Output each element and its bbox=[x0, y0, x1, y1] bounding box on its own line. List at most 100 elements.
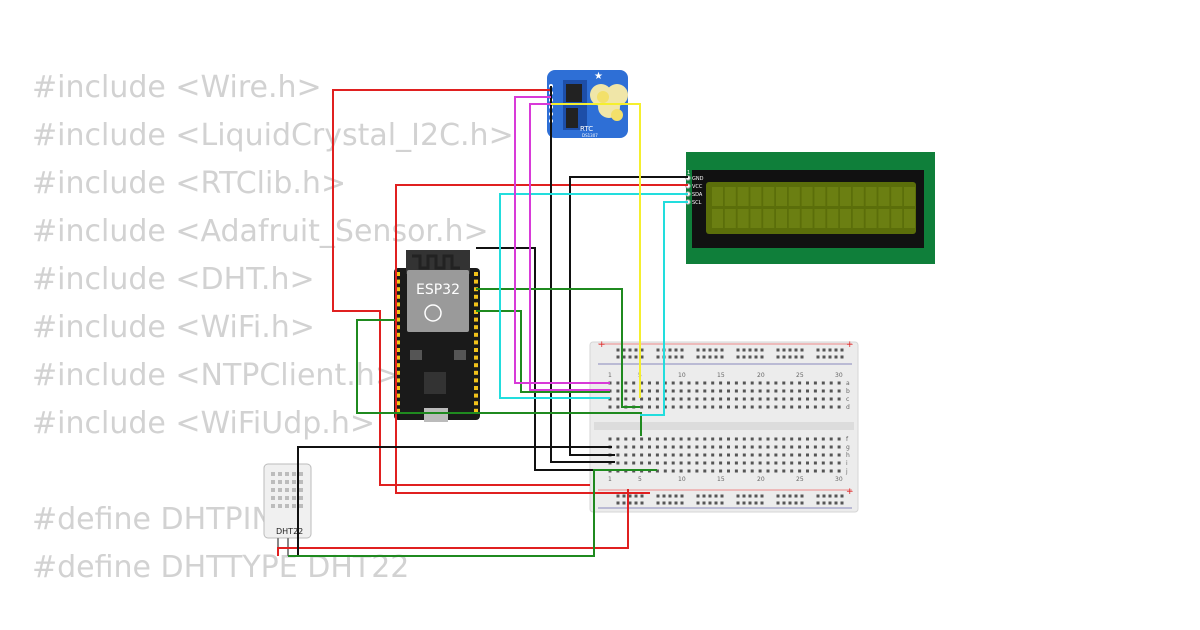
rail-hole bbox=[702, 348, 706, 352]
esp32-board[interactable]: ESP32 bbox=[394, 250, 480, 422]
rail-hole bbox=[776, 501, 780, 505]
rail-hole bbox=[748, 501, 752, 505]
wire-red-rtc-vcc[interactable] bbox=[332, 89, 590, 486]
breadboard-hole bbox=[679, 437, 683, 441]
breadboard-hole bbox=[703, 389, 707, 393]
rail-hole bbox=[634, 501, 638, 505]
breadboard-hole bbox=[616, 437, 620, 441]
breadboard-hole bbox=[655, 397, 659, 401]
breadboard-hole bbox=[608, 405, 612, 409]
wire-green-esp-right[interactable] bbox=[476, 288, 640, 408]
breadboard-hole bbox=[798, 461, 802, 465]
wire-black-lcd-gnd[interactable] bbox=[569, 176, 688, 456]
wire-green-esp-left[interactable] bbox=[356, 319, 642, 436]
breadboard-hole bbox=[750, 405, 754, 409]
breadboard-hole bbox=[734, 461, 738, 465]
lcd-cell bbox=[827, 187, 839, 206]
rail-hole bbox=[656, 348, 660, 352]
breadboard-hole bbox=[663, 437, 667, 441]
breadboard-hole bbox=[829, 437, 833, 441]
breadboard-hole bbox=[758, 453, 762, 457]
breadboard-hole bbox=[632, 437, 636, 441]
rail-hole bbox=[748, 355, 752, 359]
breadboard-hole bbox=[719, 469, 723, 473]
esp32-left-pins[interactable] bbox=[396, 272, 400, 413]
dht22-sensor[interactable]: DHT22 bbox=[263, 463, 312, 556]
wire-red-dht-vcc[interactable] bbox=[277, 489, 629, 556]
lcd-cell bbox=[801, 209, 813, 228]
breadboard-hole bbox=[624, 445, 628, 449]
breadboard-hole bbox=[782, 461, 786, 465]
lcd-display[interactable]: 1 GND VCC SDA SCL bbox=[685, 152, 935, 264]
breadboard-hole bbox=[695, 469, 699, 473]
breadboard-hole bbox=[711, 437, 715, 441]
breadboard-hole bbox=[734, 453, 738, 457]
wire-green-esp-right2[interactable] bbox=[476, 310, 610, 393]
wire-black-rtc-gnd[interactable] bbox=[550, 86, 615, 463]
breadboard-hole bbox=[813, 453, 817, 457]
wire-magenta-rtc-scl[interactable] bbox=[529, 103, 610, 391]
breadboard-hole bbox=[798, 445, 802, 449]
wire-magenta-rtc-sda[interactable] bbox=[514, 96, 610, 384]
rail-hole bbox=[816, 355, 820, 359]
rail-hole bbox=[788, 355, 792, 359]
wire-green-dht-data[interactable] bbox=[288, 469, 657, 557]
breadboard-hole bbox=[703, 397, 707, 401]
breadboard-hole bbox=[750, 397, 754, 401]
breadboard-hole bbox=[727, 453, 730, 457]
breadboard-hole bbox=[640, 389, 644, 393]
breadboard-hole bbox=[711, 453, 715, 457]
rail-hole bbox=[788, 501, 792, 505]
esp32-pin bbox=[396, 340, 400, 345]
wire-cyan-lcd-scl[interactable] bbox=[640, 201, 688, 416]
breadboard-hole bbox=[640, 453, 644, 457]
wire-cyan-lcd-sda[interactable] bbox=[499, 193, 688, 399]
rail-hole bbox=[656, 355, 660, 359]
breadboard-hole bbox=[695, 445, 699, 449]
breadboard-hole bbox=[813, 461, 817, 465]
rail-hole bbox=[622, 348, 626, 352]
breadboard-hole bbox=[663, 469, 667, 473]
wire-black-dht-gnd[interactable] bbox=[297, 446, 612, 556]
breadboard-hole bbox=[719, 405, 723, 409]
breadboard-hole bbox=[750, 469, 754, 473]
breadboard-hole bbox=[727, 437, 730, 441]
rail-hole bbox=[628, 501, 632, 505]
rail-plus-label: + bbox=[598, 340, 606, 350]
breadboard-hole bbox=[695, 381, 699, 385]
rail-hole bbox=[742, 501, 746, 505]
wire-red-lcd-vcc[interactable] bbox=[395, 184, 688, 494]
breadboard-hole bbox=[671, 445, 675, 449]
rail-hole bbox=[628, 348, 632, 352]
column-number: 10 bbox=[678, 372, 686, 379]
breadboard[interactable]: + + + 1 5 10 15 20 25 30 1 5 10 15 20 25… bbox=[589, 340, 859, 513]
esp32-pin bbox=[474, 386, 478, 390]
breadboard-hole bbox=[774, 405, 778, 409]
rail-hole bbox=[742, 355, 746, 359]
breadboard-hole bbox=[711, 469, 715, 473]
breadboard-hole bbox=[813, 405, 817, 409]
rail-hole bbox=[616, 348, 620, 352]
breadboard-hole bbox=[655, 469, 659, 473]
breadboard-hole bbox=[671, 381, 675, 385]
breadboard-hole bbox=[837, 405, 841, 409]
rail-hole bbox=[720, 355, 724, 359]
breadboard-hole bbox=[655, 389, 659, 393]
breadboard-holes[interactable] bbox=[608, 348, 844, 505]
lcd-cell bbox=[814, 209, 826, 228]
breadboard-hole bbox=[663, 445, 667, 449]
wire-black-esp-gnd[interactable] bbox=[476, 247, 612, 471]
rail-hole bbox=[696, 355, 700, 359]
esp32-pin bbox=[396, 287, 400, 292]
rail-hole bbox=[828, 355, 832, 359]
dht22-vent bbox=[299, 496, 303, 500]
breadboard-hole bbox=[632, 381, 636, 385]
breadboard-hole bbox=[703, 381, 707, 385]
wire-yellow-rtc[interactable] bbox=[551, 103, 641, 398]
usb-port[interactable] bbox=[424, 408, 448, 422]
code-line: #include <NTPClient.h> bbox=[32, 358, 400, 393]
rail-hole bbox=[668, 355, 672, 359]
breadboard-hole bbox=[750, 453, 754, 457]
rail-hole bbox=[708, 348, 712, 352]
